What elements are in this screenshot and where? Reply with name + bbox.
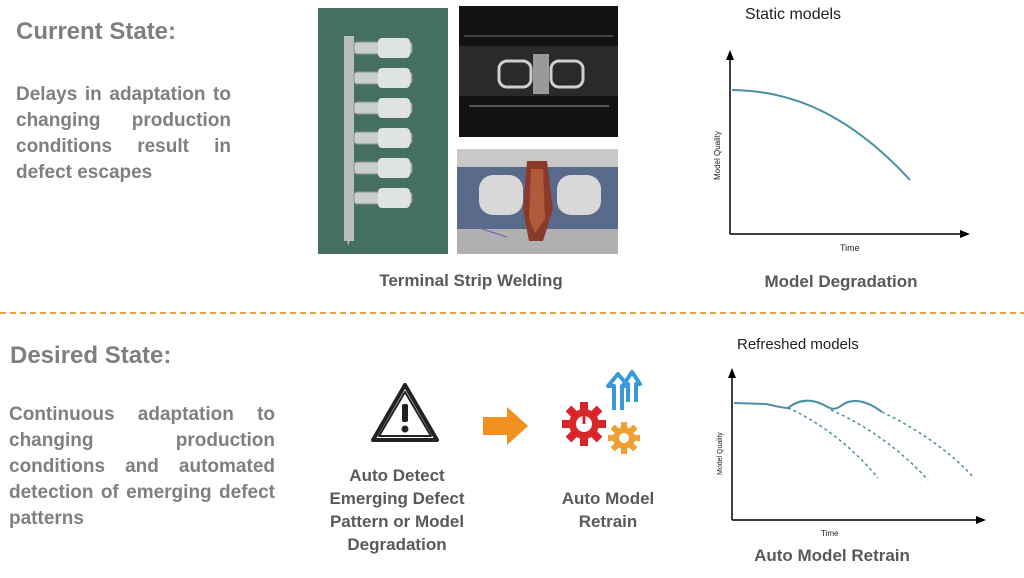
current-state-description: Delays in adaptation to changing product…	[16, 84, 231, 183]
current-state-heading: Current State:	[16, 18, 177, 45]
refreshed-dashed-curve-1	[787, 407, 879, 479]
weld-color-illustration	[457, 149, 618, 254]
auto-detect-label: Auto Detect Emerging Defect Pattern or M…	[329, 466, 465, 554]
refreshed-x-axis-arrow	[976, 516, 986, 524]
static-quality-curve	[731, 89, 911, 181]
static-y-axis-arrow	[726, 50, 734, 60]
section-divider	[0, 312, 1024, 314]
refreshed-dashed-curve-3	[881, 411, 975, 479]
warning-triangle-icon	[371, 383, 439, 442]
static-y-label: Model Quality	[713, 131, 722, 180]
refreshed-solid-curve	[733, 399, 883, 413]
weld-grayscale-photo	[459, 6, 618, 137]
refreshed-y-axis-arrow	[728, 368, 736, 378]
auto-model-retrain-caption: Auto Model Retrain	[754, 546, 910, 565]
static-x-label: Time	[840, 243, 860, 253]
static-x-axis-arrow	[960, 230, 970, 238]
desired-state-description: Continuous adaptation to changing produc…	[9, 404, 275, 529]
model-degradation-caption: Model Degradation	[764, 272, 918, 291]
static-models-chart: Model Quality Time	[713, 50, 970, 253]
process-arrow-icon	[483, 407, 528, 445]
refreshed-x-label: Time	[821, 529, 839, 538]
refreshed-dashed-curve-2	[830, 409, 929, 481]
terminal-strip-illustration	[318, 8, 448, 254]
desired-state-heading: Desired State:	[10, 342, 172, 369]
auto-retrain-label: Auto Model Retrain	[561, 489, 655, 531]
refreshed-models-title: Refreshed models	[737, 336, 859, 353]
weld-grayscale-illustration	[459, 6, 618, 137]
terminal-strip-photo	[318, 8, 448, 254]
refreshed-models-chart: Model Quality Time	[717, 368, 986, 538]
static-models-title: Static models	[745, 6, 842, 23]
weld-color-photo	[457, 149, 618, 254]
terminal-strip-caption: Terminal Strip Welding	[379, 271, 563, 290]
refreshed-y-label: Model Quality	[717, 432, 724, 475]
gears-retrain-icon	[562, 370, 642, 454]
